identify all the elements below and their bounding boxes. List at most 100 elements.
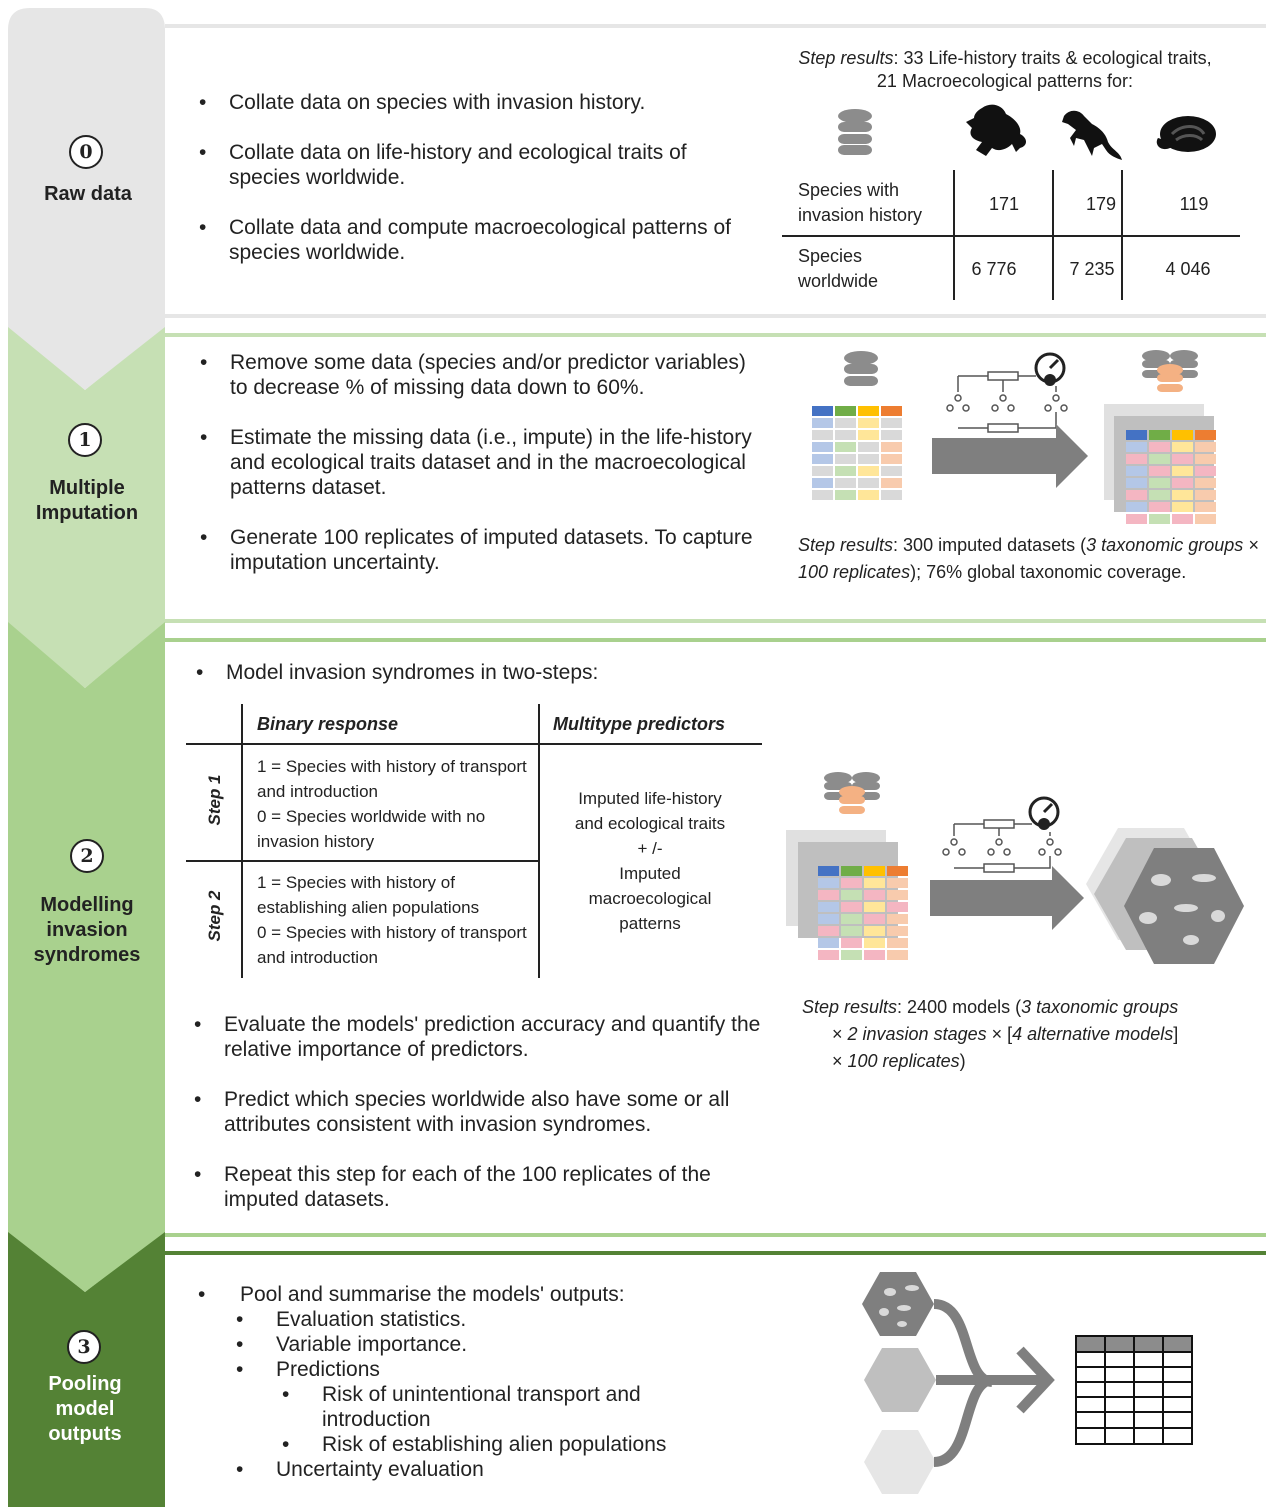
step2-arrow	[8, 620, 165, 1292]
table-cell	[881, 466, 902, 476]
table-cell	[881, 418, 902, 428]
table-header-cell	[1149, 430, 1170, 440]
table-cell	[835, 490, 856, 500]
table-cell	[1172, 490, 1193, 500]
table-cell	[858, 454, 879, 464]
step0-bullet: Collate data on species with invasion hi…	[197, 90, 757, 115]
table-cell	[887, 902, 908, 912]
table-cell	[1172, 442, 1193, 452]
table-cell	[881, 430, 902, 440]
step3-bullet: Pool and summarise the models' outputs:	[240, 1283, 625, 1306]
table-cell	[835, 478, 856, 488]
model-hexagon	[864, 1430, 936, 1494]
predictors-cell: Imputed life-history and ecological trai…	[574, 789, 726, 933]
table-cell	[841, 890, 862, 900]
table-cell: 1 = Species with history of establishing…	[257, 873, 480, 917]
step1-bullet: Remove some data (species and/or predict…	[198, 350, 753, 400]
table-cell	[887, 914, 908, 924]
step3-number: 3	[67, 1330, 101, 1364]
step2-row-label: Step 2	[205, 890, 224, 942]
table-cell	[858, 418, 879, 428]
merge-arrow	[933, 1299, 1042, 1467]
rule-step0-top	[165, 24, 1266, 28]
table-cell: 1 = Species with history of transport an…	[257, 757, 527, 801]
step2-bullet: Repeat this step for each of the 100 rep…	[192, 1162, 772, 1212]
table-cell	[835, 442, 856, 452]
table-cell	[835, 454, 856, 464]
step2-bullet: Evaluate the models' prediction accuracy…	[192, 1012, 772, 1062]
table-cell	[864, 890, 885, 900]
table-header-cell	[1195, 430, 1216, 440]
table-cell	[1195, 514, 1216, 524]
step3-subsub-bullet: Risk of establishing alien populations	[322, 1433, 667, 1456]
table-cell	[881, 442, 902, 452]
table-cell: 7 235	[1069, 259, 1115, 279]
table-cell	[858, 430, 879, 440]
step-arrows	[8, 8, 165, 1507]
table-header-cell	[858, 406, 879, 416]
table-cell	[887, 950, 908, 960]
table-cell	[1172, 502, 1193, 512]
table-cell	[1126, 478, 1147, 488]
table-cell	[881, 478, 902, 488]
table-cell	[864, 938, 885, 948]
table-cell	[864, 914, 885, 924]
sparse-data-table	[812, 406, 902, 500]
table-cell	[887, 938, 908, 948]
rule-step1-bottom	[165, 619, 1266, 623]
step2-number: 2	[70, 839, 104, 873]
imputed-data-table	[1126, 430, 1216, 524]
table-cell	[835, 430, 856, 440]
table-cell	[818, 950, 839, 960]
rule-step1-top	[165, 333, 1266, 337]
table-cell	[841, 950, 862, 960]
table-cell: 0 = Species with history of transport an…	[257, 923, 527, 967]
species-silhouettes	[1139, 874, 1225, 945]
step0-bullet: Collate data and compute macroecological…	[197, 215, 757, 265]
table-cell	[1126, 466, 1147, 476]
imputed-data-table	[818, 866, 908, 960]
step2-results: Step results: 2400 models (3 taxonomic g…	[802, 997, 1179, 1071]
table-cell	[1172, 478, 1193, 488]
table-cell	[818, 926, 839, 936]
table-cell	[1126, 490, 1147, 500]
tree-ensemble-icon	[946, 371, 1068, 433]
step3-sub-bullet: Evaluation statistics.	[276, 1308, 467, 1331]
imputation-graphic	[812, 350, 1216, 524]
table-cell	[1172, 466, 1193, 476]
step1-bullet: Generate 100 replicates of imputed datas…	[198, 525, 753, 575]
syndrome-table-lines	[186, 704, 762, 978]
rule-step2-top	[165, 638, 1266, 642]
table-cell	[1195, 490, 1216, 500]
model-hexagon	[862, 1272, 934, 1336]
table-cell	[818, 890, 839, 900]
rule-step2-bottom	[165, 1233, 1266, 1237]
database-stack-icon	[1142, 350, 1198, 392]
modelling-graphic	[786, 772, 1244, 964]
step2-bullets: Evaluate the models' prediction accuracy…	[192, 1012, 772, 1212]
table-cell	[1126, 514, 1147, 524]
table-cell	[1149, 454, 1170, 464]
table-header-cell	[864, 866, 885, 876]
step2-bullet: Predict which species worldwide also hav…	[192, 1087, 772, 1137]
species-silhouettes	[879, 1285, 919, 1327]
table-cell	[1195, 454, 1216, 464]
table-cell	[1126, 502, 1147, 512]
snake-icon	[1156, 116, 1216, 152]
table-cell	[841, 914, 862, 924]
table-cell: 6 776	[971, 259, 1017, 279]
table-cell	[1149, 514, 1170, 524]
step0-table-lines	[782, 170, 1240, 300]
table-header-cell	[818, 866, 839, 876]
frog-icon	[966, 104, 1026, 156]
table-cell	[1126, 442, 1147, 452]
gauge-icon	[1028, 796, 1060, 830]
table-cell	[835, 418, 856, 428]
table-cell	[1149, 442, 1170, 452]
table-cell	[1149, 490, 1170, 500]
table-cell	[858, 490, 879, 500]
step1-arrow	[8, 325, 165, 688]
tree-ensemble-icon	[942, 819, 1062, 873]
